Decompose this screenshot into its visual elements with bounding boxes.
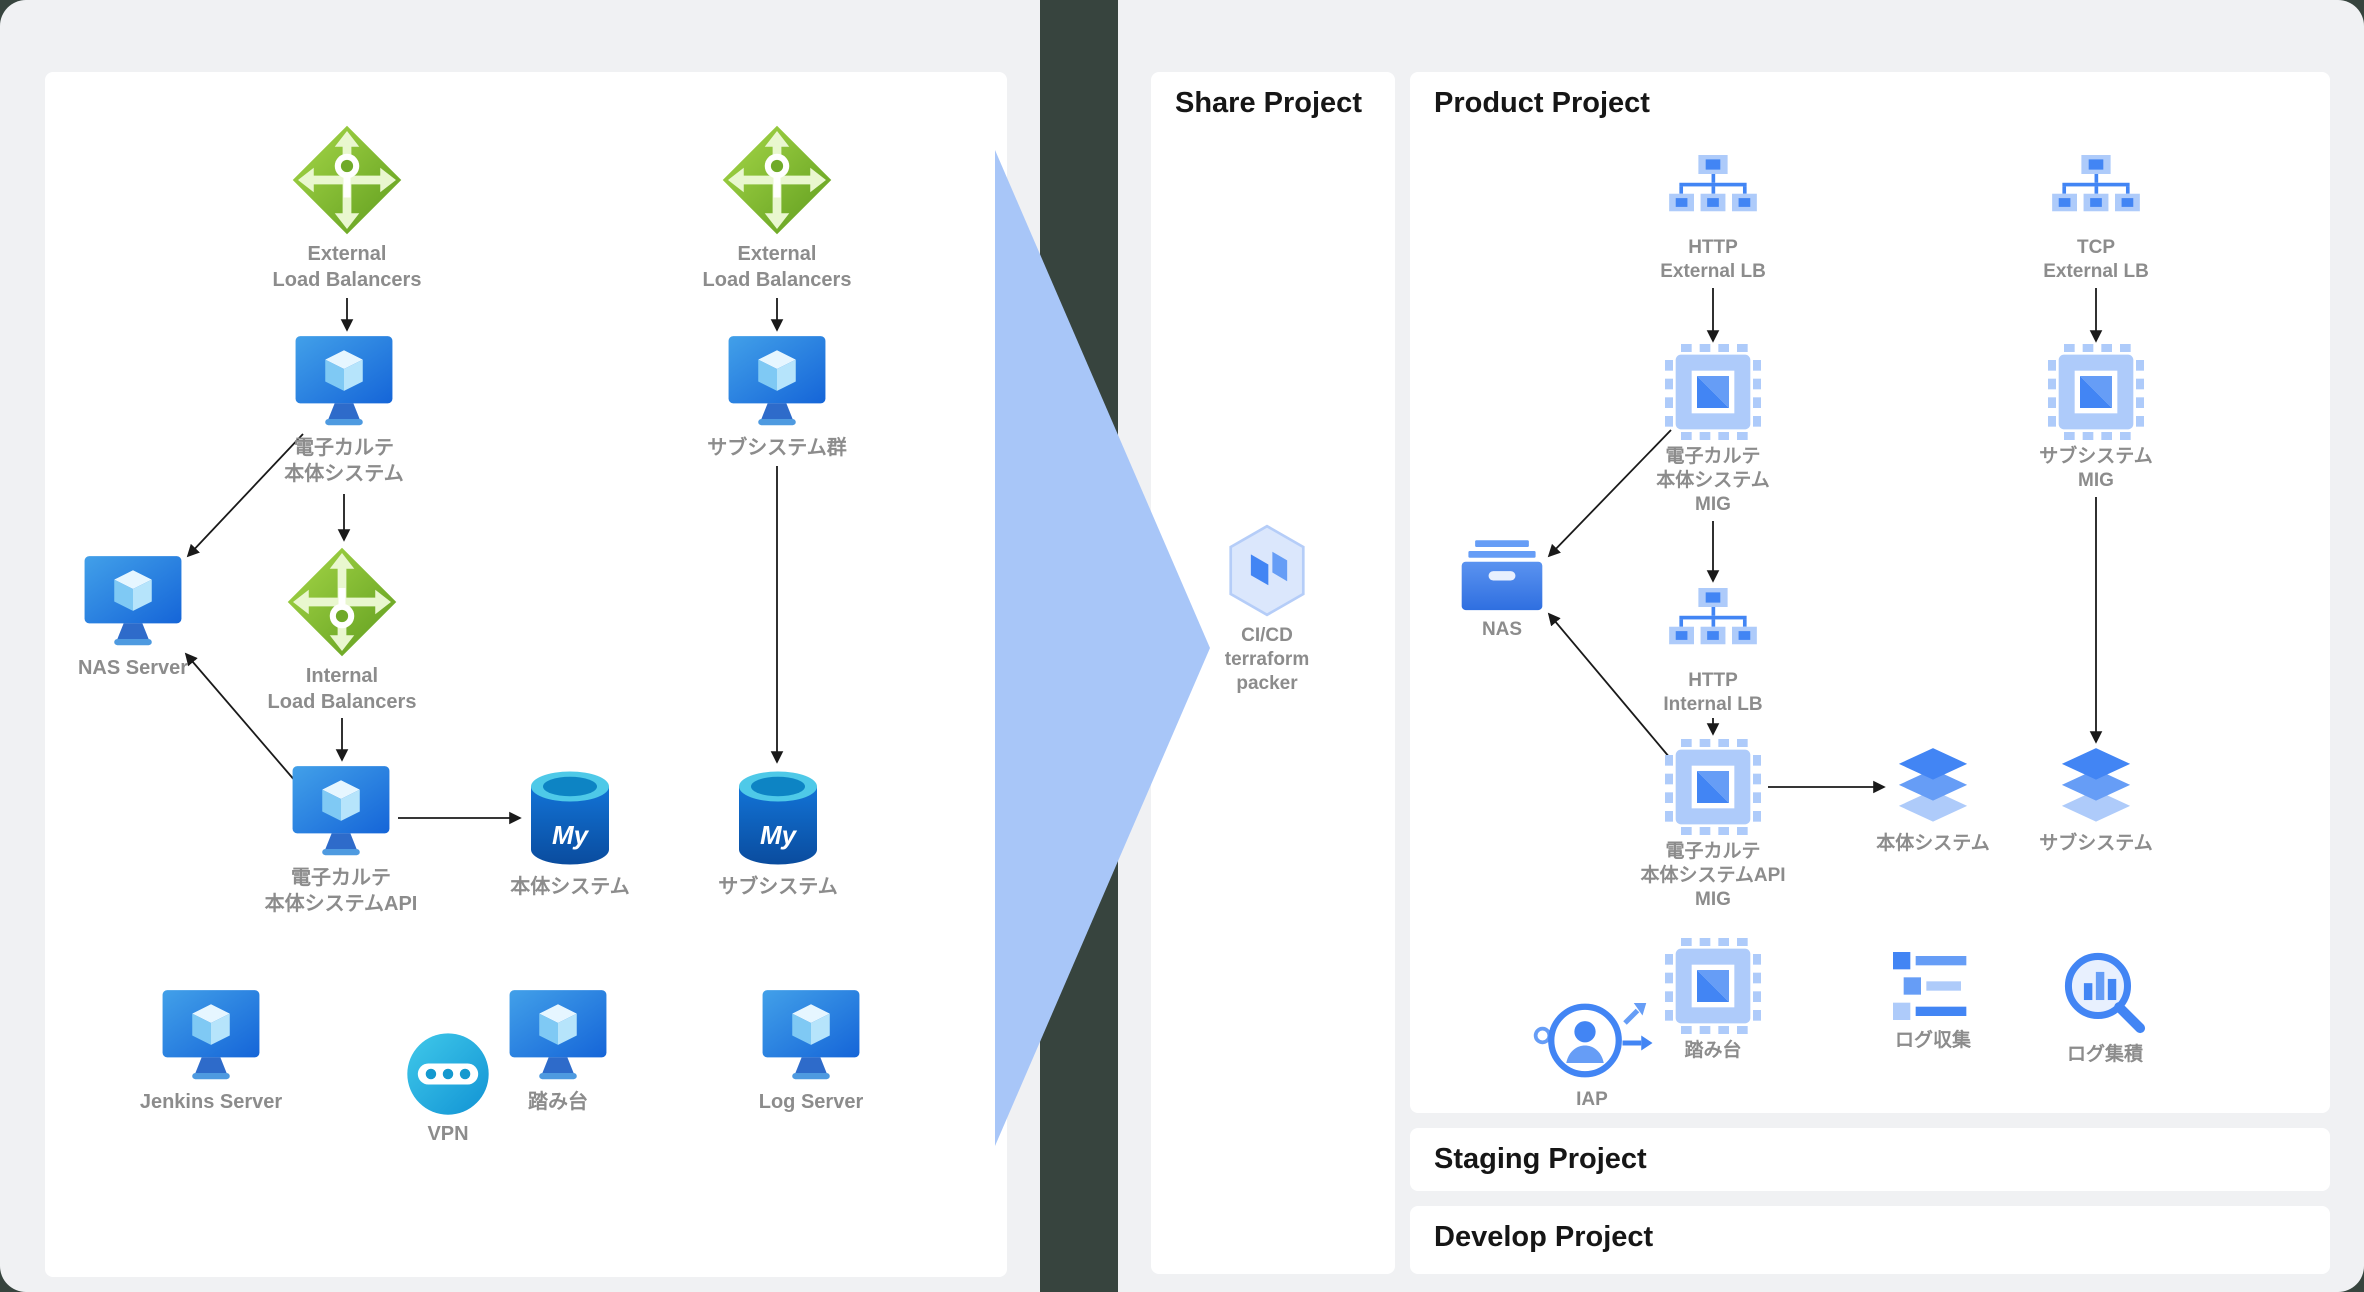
node-cicd-terraform-packer: CI/CD terraform packer [1157,522,1377,696]
mig-chip-icon [1665,344,1761,440]
node-label: External Load Balancers [272,243,422,292]
node-subsystem-group: サブシステム群 [667,336,887,461]
node-karte-api: 電子カルテ 本体システムAPI [191,766,491,918]
mig-chip-icon [2048,344,2144,440]
logging-icon [1893,952,1973,1024]
vm-icon [294,336,394,430]
node-main-system-stack: 本体システム [1823,748,2043,856]
share-project-title: Share Project [1175,87,1362,119]
cloud-lb-icon [1666,588,1760,664]
node-nas-server: NAS Server [23,556,243,681]
node-label: NAS [1481,619,1523,640]
cicd-icon [1224,522,1310,619]
node-label: 電子カルテ 本体システムAPI MIG [1640,841,1786,910]
node-jenkins-server: Jenkins Server [101,990,321,1115]
node-label: TCP External LB [2043,237,2149,282]
node-http-external-lb: HTTP External LB [1603,155,1823,284]
mig-chip-icon [1665,938,1761,1034]
node-karte-main-system: 電子カルテ 本体システム [234,336,454,488]
node-subsystem-mig: サブシステム MIG [1986,344,2206,493]
node-label: ログ集積 [2066,1044,2143,1065]
vm-icon [508,990,608,1084]
node-label: サブシステム [718,876,838,898]
node-internal-lb: Internal Load Balancers [232,546,452,716]
node-label: 踏み台 [1684,1040,1742,1061]
node-main-system-db: My 本体システム [460,770,680,900]
node-nas: NAS [1392,540,1612,642]
node-label: HTTP Internal LB [1663,670,1763,715]
vm-icon [83,556,183,650]
develop-project-title: Develop Project [1434,1221,1654,1253]
cloud-lb-icon [2049,155,2143,231]
node-log-aggregation: ログ集積 [1995,948,2215,1067]
load-balancer-icon [286,546,398,658]
staging-project-title: Staging Project [1434,1143,1647,1175]
product-project-panel: Product Project [1410,72,2330,1113]
node-label: サブシステム群 [707,437,847,459]
db-stack-icon [1891,748,1975,827]
filestore-icon [1459,540,1545,613]
db-stack-icon [2054,748,2138,827]
node-label: サブシステム [2039,833,2153,854]
node-vpn: VPN [338,1032,558,1147]
node-label: CI/CD terraform packer [1224,625,1310,694]
node-log-server: Log Server [701,990,921,1115]
node-label: HTTP External LB [1660,237,1766,282]
node-label: NAS Server [77,657,189,679]
mysql-logo-text: My [759,820,797,850]
cloud-lb-icon [1666,155,1760,231]
mysql-logo-text: My [551,820,589,850]
node-subsystem-db: My サブシステム [668,770,888,900]
node-external-lb-2: External Load Balancers [667,124,887,294]
node-subsystem-stack: サブシステム [1986,748,2206,856]
vm-icon [291,766,391,860]
develop-project-panel: Develop Project [1410,1206,2330,1274]
node-bastion-mig: 踏み台 [1603,938,1823,1063]
node-karte-api-mig: 電子カルテ 本体システムAPI MIG [1603,739,1823,912]
node-karte-mig: 電子カルテ 本体システム MIG [1603,344,1823,517]
node-label: 電子カルテ 本体システム MIG [1656,446,1770,515]
node-iap: IAP [1482,998,1702,1112]
product-project-title: Product Project [1434,87,1650,119]
node-label: Jenkins Server [139,1091,283,1113]
node-http-internal-lb: HTTP Internal LB [1603,588,1823,717]
node-label: VPN [427,1123,469,1145]
vm-icon [161,990,261,1084]
node-log-collection: ログ収集 [1823,952,2043,1053]
node-label: 踏み台 [528,1091,588,1113]
node-external-lb-1: External Load Balancers [237,124,457,294]
node-label: IAP [1576,1089,1608,1110]
log-analytics-icon [2060,948,2150,1038]
node-label: ログ収集 [1894,1030,1971,1051]
node-label: Log Server [758,1091,864,1113]
node-label: Internal Load Balancers [267,665,417,714]
vm-icon [727,336,827,430]
vm-icon [761,990,861,1084]
load-balancer-icon [721,124,833,236]
node-tcp-external-lb: TCP External LB [1986,155,2206,284]
node-bastion: 踏み台 [448,990,668,1115]
load-balancer-icon [291,124,403,236]
node-label: External Load Balancers [702,243,852,292]
node-label: 電子カルテ 本体システム [284,437,404,486]
node-label: 本体システム [1876,833,1990,854]
mig-chip-icon [1665,739,1761,835]
node-label: 電子カルテ 本体システムAPI [264,867,418,916]
node-label: 本体システム [510,876,630,898]
node-label: サブシステム MIG [2039,446,2153,491]
staging-project-panel: Staging Project [1410,1128,2330,1191]
